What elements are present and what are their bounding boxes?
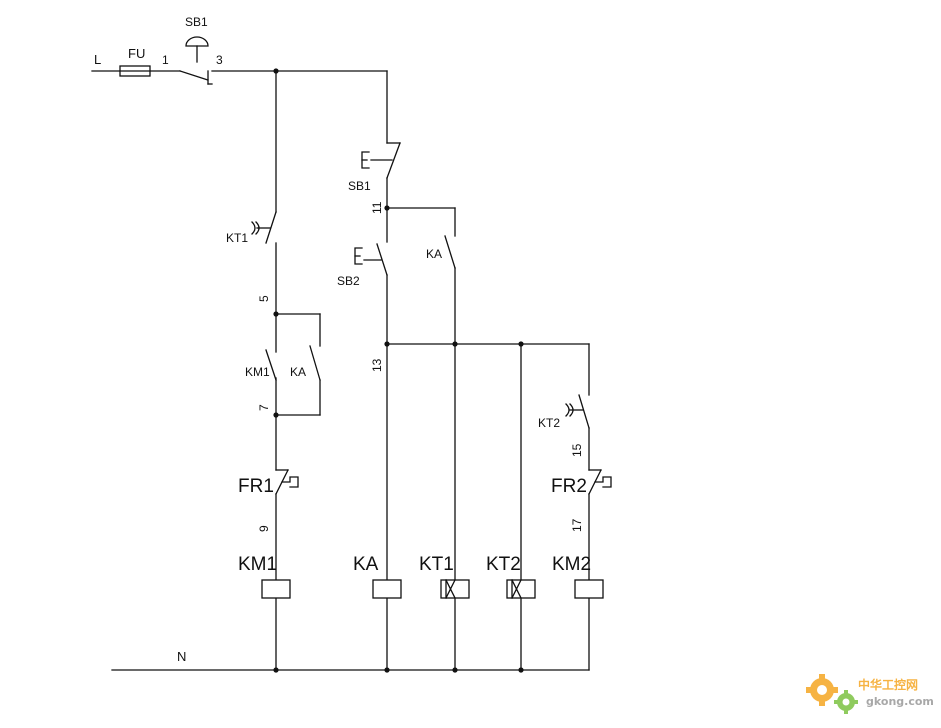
node-label-5: 5	[257, 295, 271, 302]
node-label-17: 17	[570, 518, 584, 532]
node-label-15: 15	[570, 443, 584, 457]
kt1-contact-label: KT1	[226, 231, 248, 245]
watermark-domain: gkong.com	[866, 695, 934, 708]
fr1-overload-contact-symbol	[275, 469, 299, 495]
node-label-3: 3	[216, 53, 223, 67]
gear-icon	[806, 674, 838, 706]
kt2-contact-label: KT2	[538, 416, 560, 430]
coil-ka	[372, 579, 402, 599]
mushroom-stop-button-symbol	[179, 36, 213, 85]
km1-aux-contact-symbol	[265, 349, 277, 381]
ka-hold-label: KA	[426, 247, 442, 261]
coil-km2	[574, 579, 604, 599]
coil-kt2-time-delay	[506, 579, 536, 599]
coil-ka-label: KA	[353, 554, 379, 575]
coil-km2-label: KM2	[552, 554, 591, 575]
coil-kt1-time-delay	[440, 579, 470, 599]
sb1-stop-label: SB1	[348, 179, 371, 193]
ka-parallel-label: KA	[290, 365, 306, 379]
fr2-label: FR2	[551, 476, 587, 497]
neutral-label: N	[177, 649, 186, 664]
node-label-11: 11	[370, 201, 384, 214]
watermark-brand: 中华工控网	[858, 677, 918, 692]
watermark-logo: 中华工控网 gkong.com	[806, 674, 934, 714]
ka-parallel-contact-symbol	[309, 345, 321, 381]
node-label-1: 1	[162, 53, 169, 67]
kt1-timer-contact-symbol	[251, 211, 277, 244]
junction-dots	[273, 68, 524, 673]
fuse-symbol	[119, 65, 151, 77]
line-label: L	[94, 52, 101, 67]
fuse-label: FU	[128, 46, 145, 61]
sb2-start-contact-symbol	[354, 243, 388, 276]
coil-kt2-label: KT2	[486, 554, 521, 575]
kt2-timer-contact-symbol	[565, 394, 590, 429]
gear-icon-green	[834, 690, 858, 714]
km1-aux-label: KM1	[245, 365, 270, 379]
fr1-label: FR1	[238, 476, 274, 497]
fr2-overload-contact-symbol	[588, 469, 612, 495]
coil-kt1-label: KT1	[419, 554, 454, 575]
node-label-9: 9	[257, 525, 271, 532]
sb2-start-label: SB2	[337, 274, 360, 288]
ka-hold-contact-symbol	[444, 235, 456, 269]
node-label-7: 7	[257, 404, 271, 411]
coil-km1	[261, 579, 291, 599]
coil-km1-label: KM1	[238, 554, 277, 575]
stop-button-label-top: SB1	[185, 15, 208, 29]
node-label-13: 13	[370, 358, 384, 372]
sb1-stop-contact-symbol	[361, 142, 401, 179]
